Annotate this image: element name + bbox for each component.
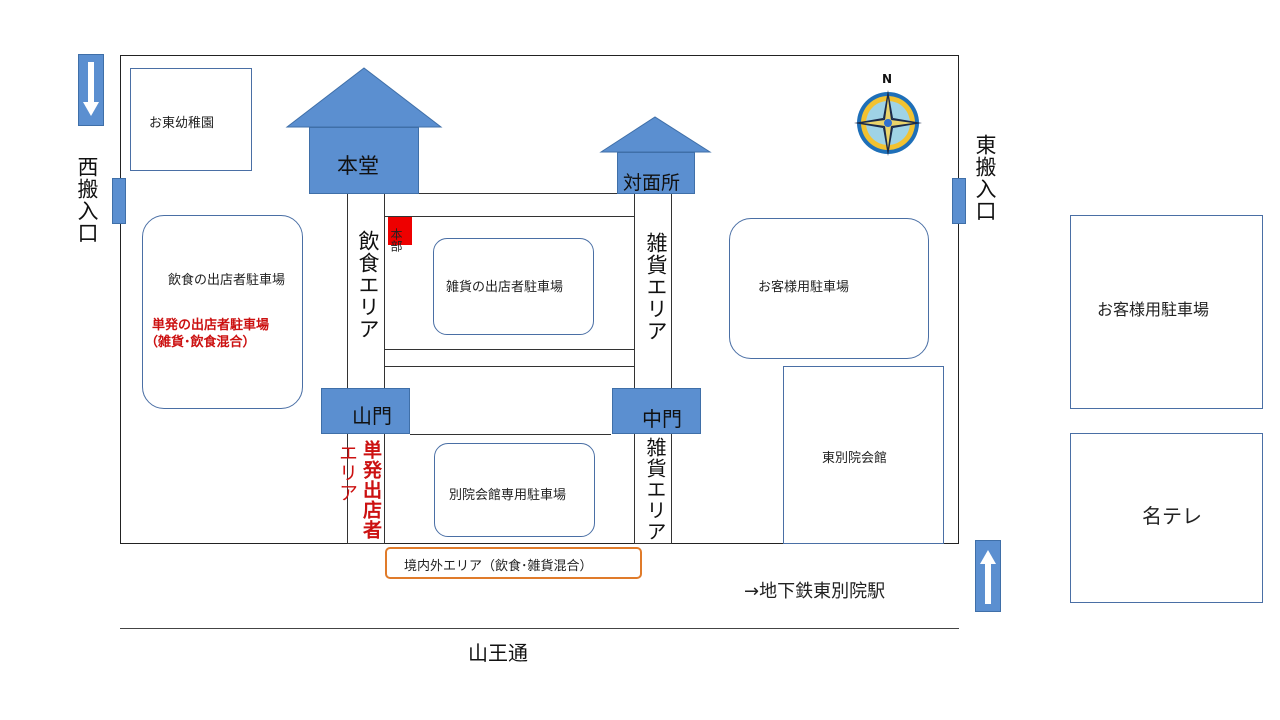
- corridor-line-5: [410, 434, 611, 435]
- taimensho-roof: [599, 116, 712, 153]
- kindergarten-box: [130, 68, 252, 171]
- compass-north-label: N: [882, 72, 893, 86]
- west-entrance-marker: [112, 178, 126, 224]
- zakka-area-lane-top: [634, 193, 672, 389]
- customer-parking-outside: [1070, 215, 1263, 409]
- tanpatsu-parking-label: 単発の出店者駐車場: [152, 318, 270, 333]
- tanpatsu-area-lane: [347, 432, 385, 544]
- zakka-area-lane-bottom: [634, 432, 672, 544]
- betsuin-parking-label: 別院会館専用駐車場: [449, 488, 567, 503]
- kindergarten-label: お東幼稚園: [149, 116, 215, 131]
- kaikan-box: [783, 366, 944, 544]
- inshoku-area-label: 飲食エリア: [356, 230, 380, 340]
- kaikan-label: 東別院会館: [822, 451, 888, 466]
- taimensho-label: 対面所: [623, 172, 681, 194]
- station-label: →地下鉄東別院駅: [744, 581, 886, 602]
- up-arrow-icon: [975, 540, 1001, 612]
- street-line: [120, 628, 959, 629]
- zakka-area-top-label: 雑貨エリア: [644, 232, 668, 342]
- sanmon-gate: [321, 388, 410, 434]
- zakka-parking: [433, 238, 594, 335]
- outside-area-label: 境内外エリア（飲食･雑貨混合）: [404, 559, 593, 574]
- taimensho-building: [617, 152, 695, 194]
- compass-icon: N: [848, 72, 928, 156]
- chumon-label: 中門: [642, 407, 682, 431]
- customer-parking-outside-label: お客様用駐車場: [1097, 300, 1210, 319]
- meitele-box: [1070, 433, 1263, 603]
- meitele-label: 名テレ: [1142, 504, 1202, 528]
- honbu-label: 本部: [389, 228, 403, 252]
- corridor-line-4: [385, 366, 634, 367]
- corridor-line-1: [385, 193, 634, 194]
- outside-area: [385, 547, 642, 579]
- inshoku-parking-label: 飲食の出店者駐車場: [168, 273, 286, 288]
- zakka-area-bottom-label: 雑貨エリア: [643, 437, 667, 542]
- corridor-line-2: [385, 216, 634, 217]
- betsuin-parking: [434, 443, 595, 537]
- tanpatsu-area-suffix: エリア: [336, 443, 358, 503]
- honbu-marker: [388, 217, 412, 245]
- corridor-line-3: [385, 349, 634, 350]
- chumon-gate: [612, 388, 701, 434]
- hondo-roof: [285, 67, 443, 128]
- tanpatsu-parking-note: （雑貨･飲食混合）: [145, 335, 256, 350]
- down-arrow-icon: [78, 54, 104, 126]
- zakka-parking-label: 雑貨の出店者駐車場: [446, 280, 564, 295]
- east-entrance-label: 東搬入口: [973, 134, 997, 222]
- tanpatsu-area-label: 単発出店者: [360, 440, 382, 540]
- sanmon-label: 山門: [352, 404, 392, 428]
- east-entrance-marker: [952, 178, 966, 224]
- street-label: 山王通: [468, 641, 528, 665]
- west-entrance-label: 西搬入口: [75, 156, 99, 244]
- inshoku-parking: [142, 215, 303, 409]
- hondo-building: [309, 127, 419, 194]
- customer-parking-label: お客様用駐車場: [758, 280, 850, 295]
- customer-parking: [729, 218, 929, 359]
- hondo-label: 本堂: [337, 154, 379, 178]
